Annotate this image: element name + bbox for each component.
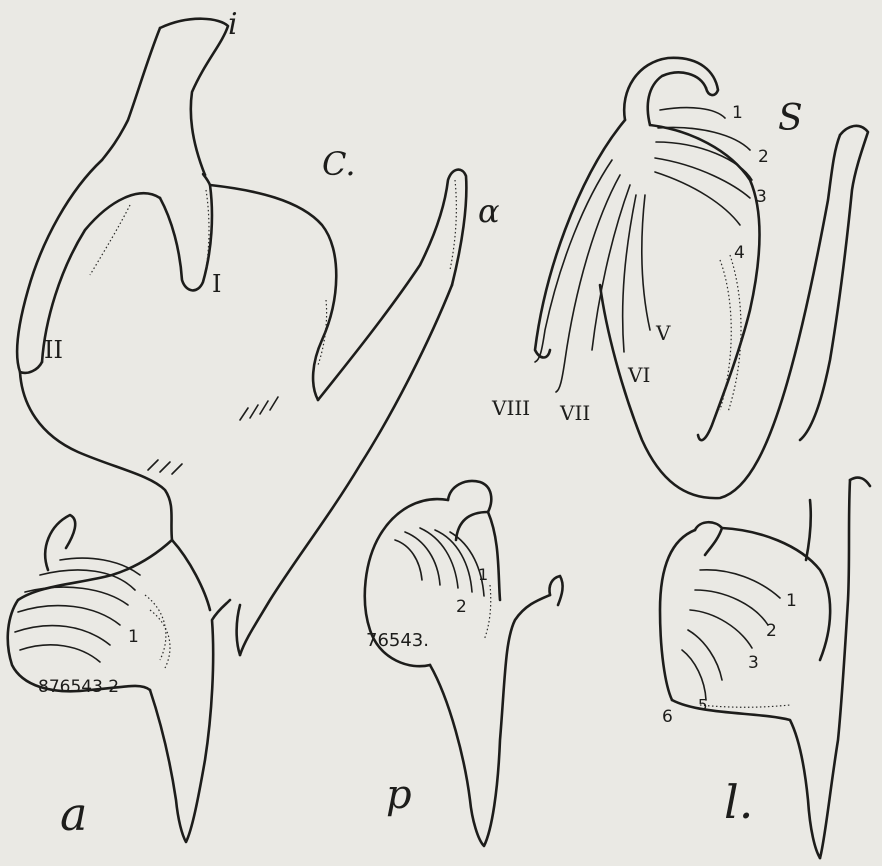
label-VIII: VIII: [491, 396, 530, 420]
label-a-numbers: 876543 2: [38, 677, 119, 697]
label-II: II: [44, 336, 63, 364]
label-S-4: 4: [734, 243, 745, 263]
label-l-1: 1: [786, 591, 797, 611]
panel-label-p: p: [386, 772, 412, 818]
label-VI: VI: [627, 363, 650, 387]
organ-S: [535, 58, 868, 498]
label-l-2: 2: [766, 621, 777, 641]
label-S: S: [778, 98, 803, 139]
label-VII: VII: [559, 401, 590, 425]
label-S-3: 3: [756, 187, 767, 207]
label-a-1: 1: [128, 627, 139, 647]
label-p-1: 1: [478, 565, 488, 584]
label-p-numbers: 76543.: [366, 630, 429, 651]
label-l-5: 5: [698, 696, 708, 714]
label-C: C.: [322, 145, 356, 183]
label-S-2: 2: [758, 147, 769, 167]
label-l-6: 6: [662, 707, 673, 727]
label-I: I: [212, 270, 221, 298]
organ-l: [660, 478, 870, 858]
figure-labels: i C. α I II S 1 2 3 4 V VI VII VIII 1 87…: [38, 7, 803, 841]
label-i: i: [228, 7, 238, 42]
organ-C: [17, 19, 466, 655]
panel-label-a: a: [60, 787, 87, 841]
panel-label-l: l.: [724, 775, 753, 829]
label-S-1: 1: [732, 103, 743, 123]
label-V: V: [655, 321, 671, 345]
label-alpha: α: [478, 192, 500, 230]
label-p-2: 2: [456, 597, 467, 617]
label-l-3: 3: [748, 653, 759, 673]
